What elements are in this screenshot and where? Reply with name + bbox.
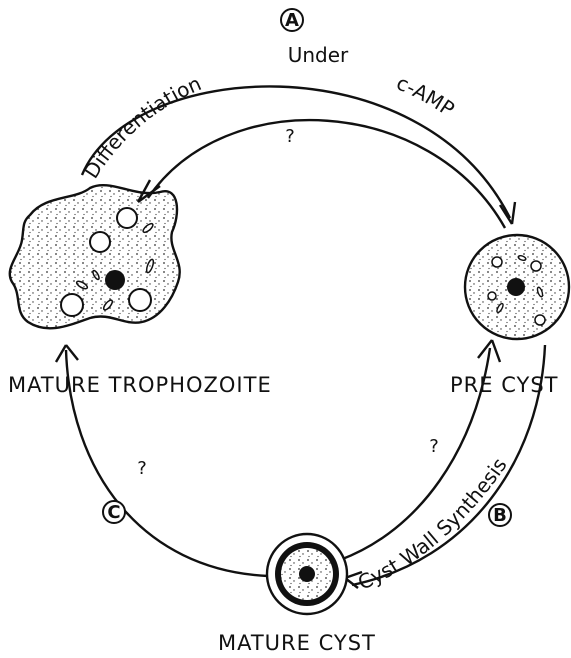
marker-c-label: C <box>107 502 120 523</box>
marker-b-label: B <box>493 505 507 526</box>
inner-top-arc <box>148 120 505 228</box>
label-under: Under <box>288 43 349 67</box>
pre-cyst <box>465 235 569 339</box>
label-differentiation: Differentiation <box>79 71 205 182</box>
mature-cyst <box>267 534 347 614</box>
marker-a-label: A <box>285 10 299 31</box>
marker-c: C <box>103 501 125 523</box>
mature-trophozoite <box>10 185 180 328</box>
label-cyst-wall-synthesis: Cyst Wall Synthesis <box>354 453 511 594</box>
label-pre-cyst: PRE CYST <box>450 373 558 397</box>
marker-b: B <box>489 504 511 526</box>
label-mature-cyst: MATURE CYST <box>218 631 376 655</box>
label-mature-trophozoite: MATURE TROPHOZOITE <box>8 373 272 397</box>
question-mark-right: ? <box>429 436 439 457</box>
question-mark-left: ? <box>137 458 147 479</box>
label-c-amp: c-AMP <box>393 70 459 121</box>
marker-a: A <box>281 9 303 31</box>
question-mark-top: ? <box>285 126 295 147</box>
